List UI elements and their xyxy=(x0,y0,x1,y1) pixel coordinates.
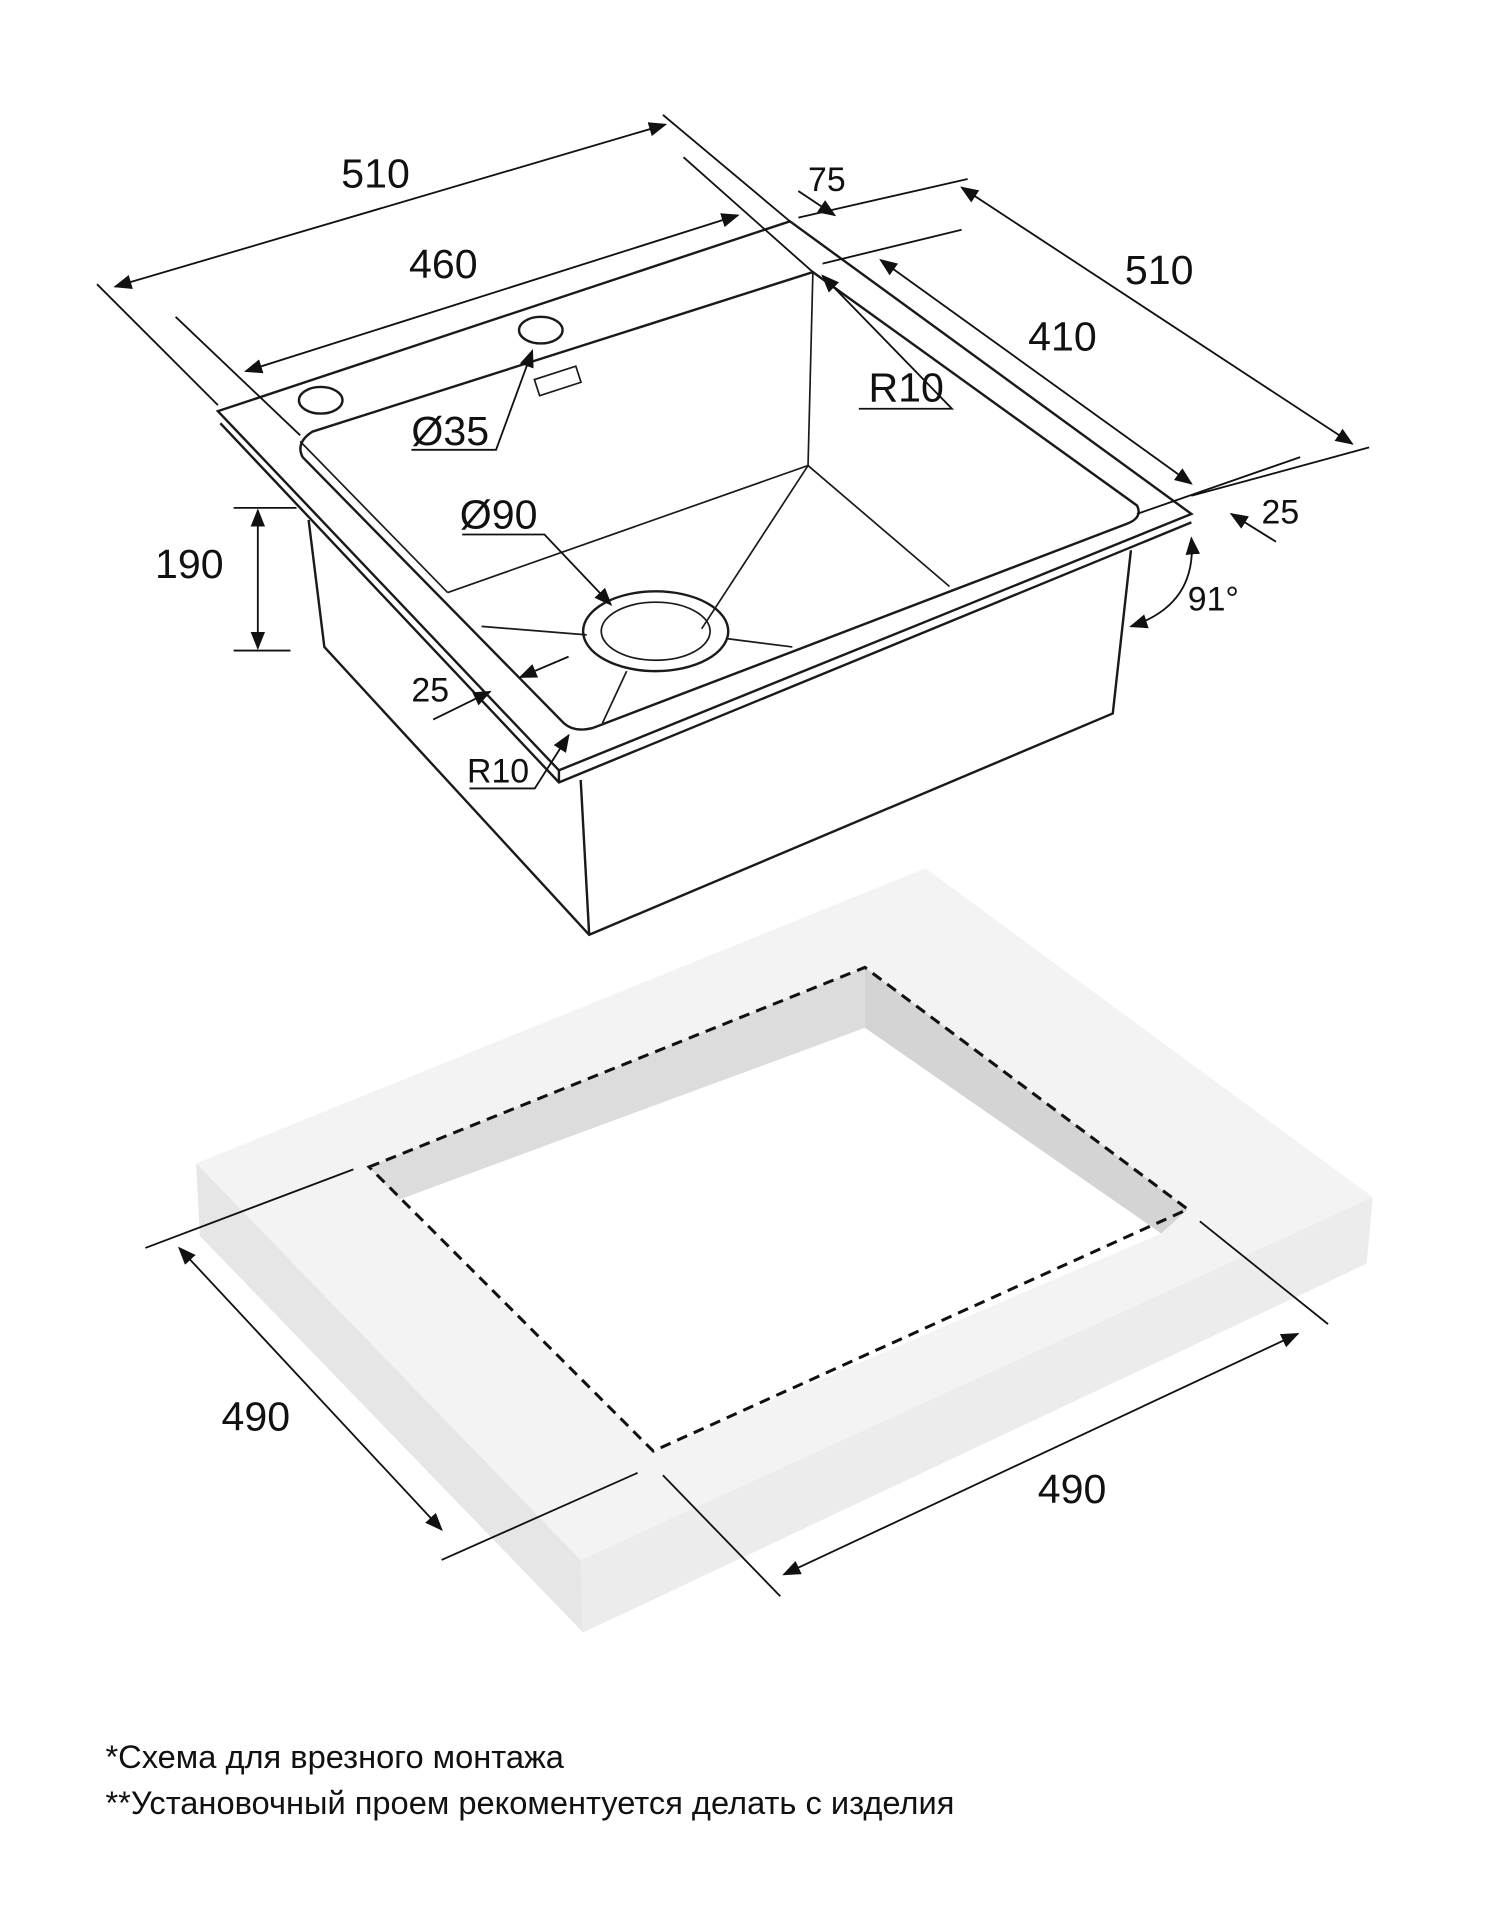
dimensions: 510 460 510 410 75 25 91° 190 R10 Ø35 Ø9… xyxy=(96,114,1370,1597)
dim-radius-top: R10 xyxy=(869,364,944,410)
overflow-icon xyxy=(533,365,583,397)
note-mounting: *Схема для врезного монтажа xyxy=(105,1738,564,1775)
dim-height: 190 xyxy=(155,541,224,587)
note-cutout: **Установочный проем рекоментуется делат… xyxy=(105,1784,954,1821)
tap-hole-icon xyxy=(297,385,344,415)
dim-depth-inner: 410 xyxy=(1028,314,1097,360)
dim-width-inner: 460 xyxy=(409,241,478,287)
dim-depth-outer: 510 xyxy=(1125,247,1194,293)
dim-cutout-depth: 490 xyxy=(222,1394,291,1440)
dim-drain: Ø90 xyxy=(460,491,538,537)
cutout-outline xyxy=(366,965,1191,1453)
dim-tap-hole: Ø35 xyxy=(411,408,489,454)
dim-radius-front: R10 xyxy=(467,752,529,790)
dim-width-outer: 510 xyxy=(341,150,410,196)
tap-hole-icon xyxy=(517,315,564,345)
countertop xyxy=(196,868,1373,1633)
dim-rim-back: 75 xyxy=(808,161,846,199)
dim-rim-side: 25 xyxy=(1262,494,1300,532)
drain xyxy=(581,590,730,673)
dim-cutout-width: 490 xyxy=(1038,1466,1107,1512)
dim-rim-front: 25 xyxy=(411,671,449,709)
dim-angle: 91° xyxy=(1188,581,1239,619)
